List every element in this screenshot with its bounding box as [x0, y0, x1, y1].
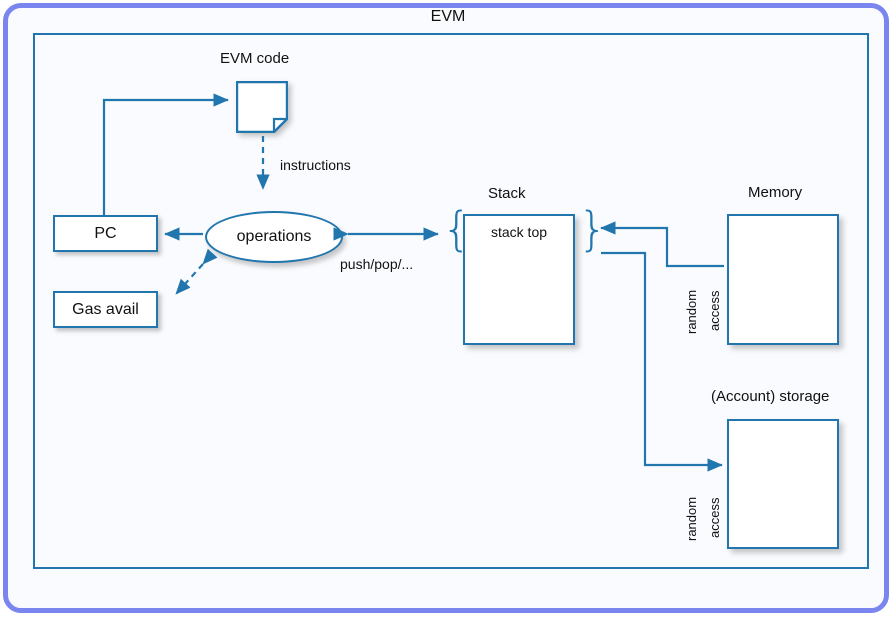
- stack-box: stack top: [463, 214, 575, 345]
- evm-code-note-icon: [235, 80, 289, 134]
- memory-random-label: random: [684, 289, 699, 334]
- gas-avail-label: Gas avail: [72, 300, 139, 318]
- operations-ellipse: operations: [205, 211, 343, 263]
- stack-label: Stack: [488, 185, 526, 202]
- stack-top-label: stack top: [490, 224, 548, 240]
- page-title: EVM: [430, 8, 466, 25]
- memory-access-label: access: [707, 290, 722, 331]
- evm-boundary-box: [33, 33, 869, 569]
- memory-box: [727, 214, 839, 345]
- pc-label: PC: [94, 224, 117, 242]
- storage-box: [727, 419, 839, 549]
- storage-label: (Account) storage: [711, 388, 830, 405]
- memory-label: Memory: [748, 184, 803, 201]
- pc-box: PC: [53, 215, 158, 252]
- stack-right-brace: }: [578, 202, 608, 256]
- storage-random-label: random: [684, 496, 699, 541]
- gas-avail-box: Gas avail: [53, 291, 158, 328]
- stack-left-brace: {: [442, 202, 472, 256]
- storage-access-label: access: [707, 497, 722, 538]
- push-pop-label: push/pop/...: [340, 256, 414, 272]
- operations-label: operations: [236, 228, 312, 245]
- evm-code-label: EVM code: [220, 50, 290, 67]
- instructions-label: instructions: [280, 157, 351, 173]
